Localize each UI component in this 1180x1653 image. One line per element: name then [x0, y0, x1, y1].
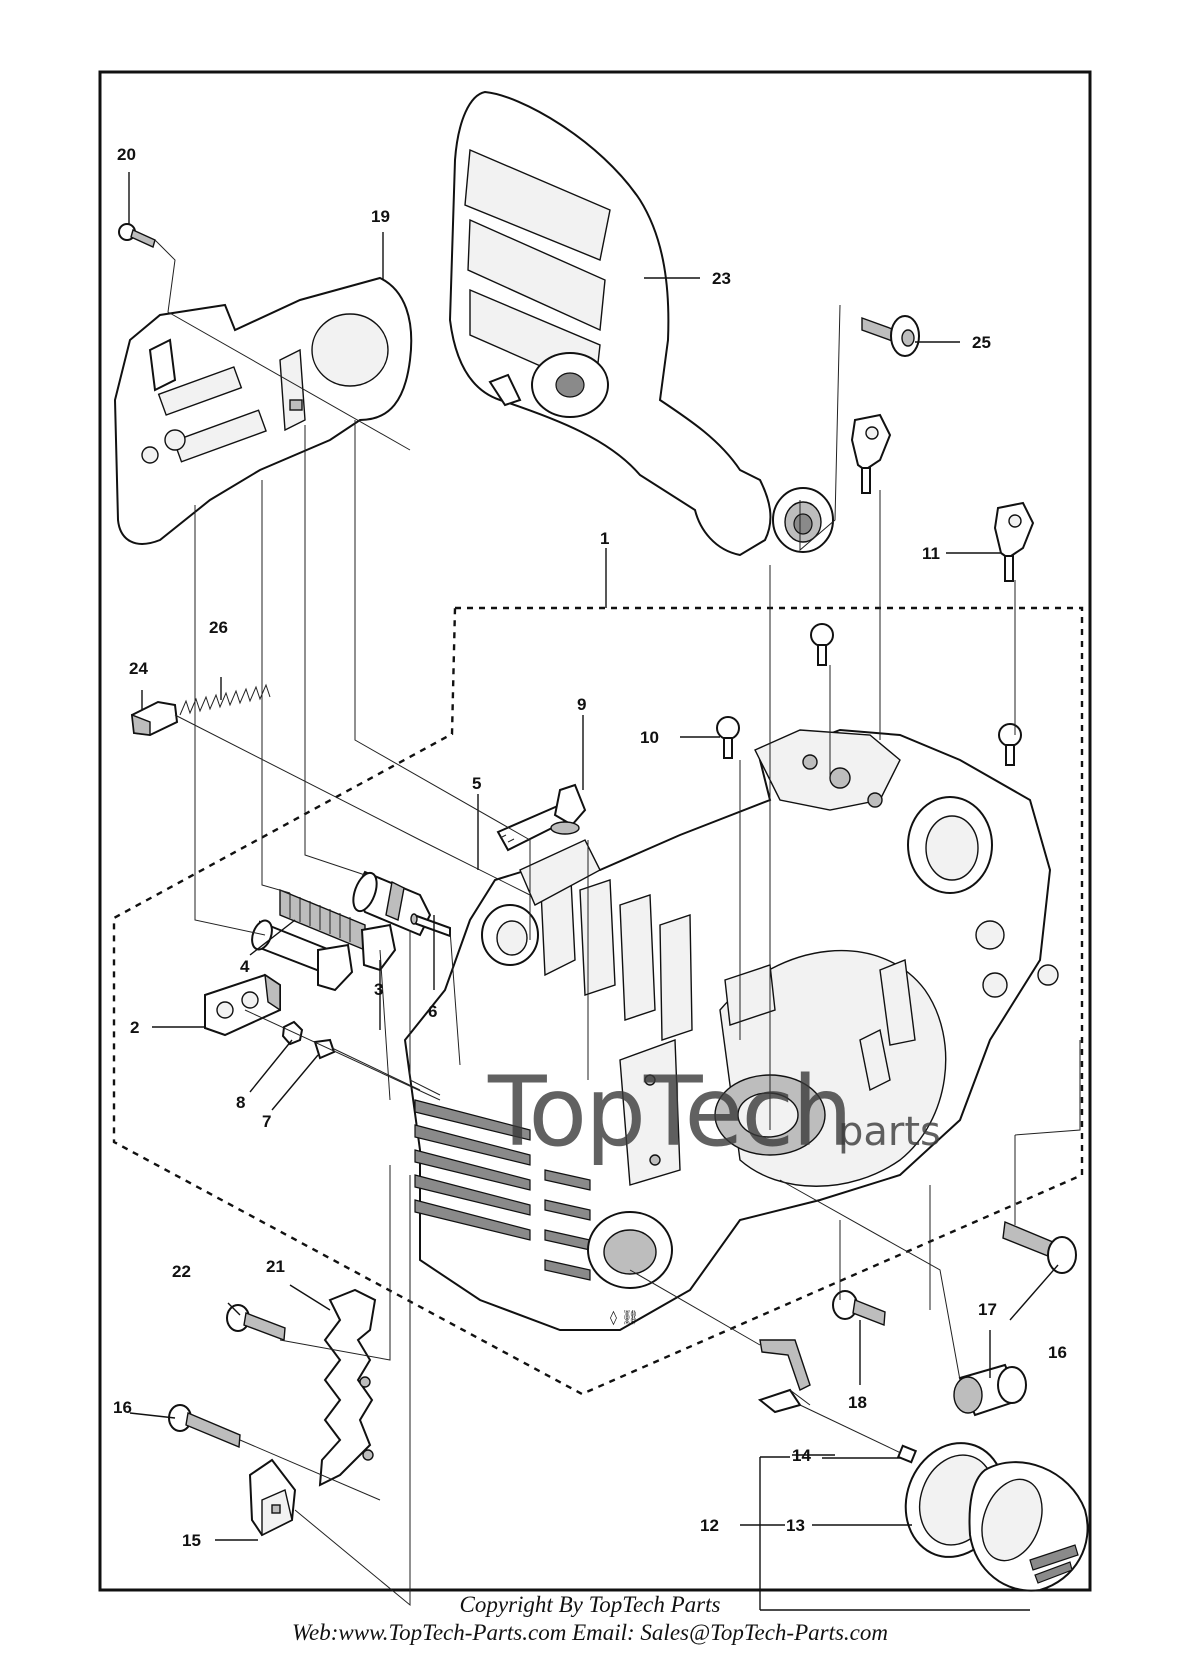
part-4-stud	[251, 919, 354, 992]
part-7-adjust-screw	[313, 1038, 421, 1091]
callout-9: 9	[577, 695, 586, 714]
part-16-bolt-left	[168, 1404, 241, 1449]
leader-lines	[128, 172, 1081, 1611]
callout-13: 13	[786, 1516, 805, 1535]
part-19-side-cover	[113, 276, 413, 545]
part-18-bolt	[832, 1290, 886, 1326]
callout-1: 1	[600, 529, 609, 548]
callout-24: 24	[129, 659, 148, 678]
diagram-frame	[98, 70, 1092, 1592]
part-11-clip	[993, 501, 1035, 582]
callout-20: 20	[117, 145, 136, 164]
part-1-crankcase: ◊ ⛓	[403, 728, 1059, 1331]
callout-26: 26	[209, 618, 228, 637]
top-screw	[810, 623, 834, 666]
clip-upper	[850, 413, 892, 494]
callout-23: 23	[712, 269, 731, 288]
callout-16-left: 16	[113, 1398, 132, 1417]
part-14-oil-hose	[757, 1339, 918, 1464]
part-16-bolt-right	[1002, 1220, 1077, 1274]
right-screw	[998, 723, 1022, 766]
part-12-oil-cap	[968, 1461, 1089, 1592]
callout-10: 10	[640, 728, 659, 747]
watermark-main: TopTech	[487, 1056, 851, 1168]
part-23-chain-brake-handle	[448, 90, 834, 557]
part-26-spring	[179, 683, 271, 716]
callout-18: 18	[848, 1393, 867, 1412]
watermark-logo: TopTech parts	[487, 1056, 941, 1168]
part-10-screw	[716, 716, 740, 759]
part-22-screw	[226, 1304, 286, 1341]
callout-14: 14	[792, 1446, 811, 1465]
contact-text: Web:www.TopTech-Parts.com Email: Sales@T…	[292, 1620, 888, 1645]
part-3-threaded-stud	[279, 888, 397, 972]
watermark-sub: parts	[838, 1109, 941, 1155]
callout-5: 5	[472, 774, 481, 793]
callout-15: 15	[182, 1531, 201, 1550]
callout-25: 25	[972, 333, 991, 352]
callout-3: 3	[374, 980, 383, 999]
callout-19: 19	[371, 207, 390, 226]
callout-11: 11	[922, 544, 940, 563]
svg-text:◊ ⛓: ◊ ⛓	[610, 1310, 639, 1326]
part-21-bumper-spike	[318, 1288, 377, 1487]
part-8-nut	[281, 1020, 304, 1046]
part-20-screw	[118, 223, 156, 248]
callout-21: 21	[266, 1257, 285, 1276]
callout-16-right: 16	[1048, 1343, 1067, 1362]
part-17-plug	[953, 1363, 1027, 1417]
copyright-text: Copyright By TopTech Parts	[459, 1592, 721, 1617]
part-9-oil-pump	[496, 783, 587, 852]
callout-22: 22	[172, 1262, 191, 1281]
part-25-bolt	[861, 315, 920, 357]
callout-17: 17	[978, 1300, 997, 1319]
assembly-boundary	[112, 606, 1084, 1396]
callout-4: 4	[240, 957, 250, 976]
callout-12: 12	[700, 1516, 719, 1535]
callout-8: 8	[236, 1093, 245, 1112]
callout-labels: 1 2 3 4 5 6 7 8 9 10 11 12 13 14 15 16 1…	[113, 145, 1067, 1550]
callout-7: 7	[262, 1112, 271, 1131]
callout-2: 2	[130, 1018, 139, 1037]
part-2-bracket	[204, 973, 281, 1037]
callout-6: 6	[428, 1002, 437, 1021]
part-24-block	[130, 700, 179, 737]
part-15-block	[248, 1458, 297, 1537]
